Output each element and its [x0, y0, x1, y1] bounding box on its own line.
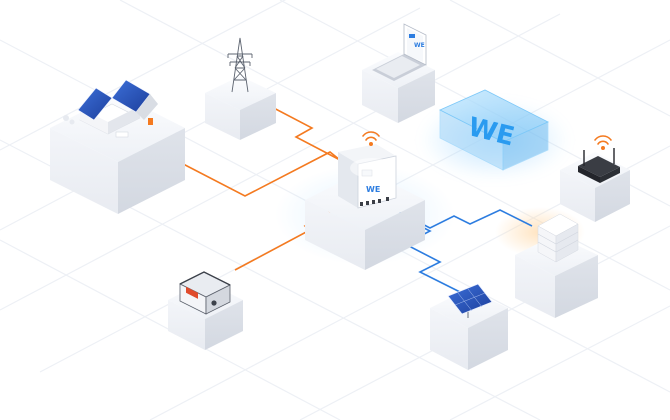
laptop-brand-logo: WE [414, 42, 425, 49]
solar-panel-icon [447, 283, 493, 318]
panel-pedestal [430, 289, 508, 370]
inverter-flare [350, 158, 394, 178]
laptop-icon: WE [372, 23, 427, 81]
router-signal-icon [594, 135, 612, 151]
solar-house-icon [63, 79, 158, 138]
link-grid-inverter [267, 104, 341, 161]
wifi-router-icon [578, 135, 620, 183]
power-tower-icon [227, 37, 253, 93]
cloud-platform-icon: WE [439, 89, 549, 171]
battery-rack-icon [537, 213, 579, 263]
inverter-signal-icon [362, 131, 380, 147]
grid-pedestal [205, 76, 276, 140]
inverter-brand-logo: WE [366, 185, 380, 194]
link-house-inverter [159, 151, 341, 197]
generator-icon [179, 271, 231, 315]
